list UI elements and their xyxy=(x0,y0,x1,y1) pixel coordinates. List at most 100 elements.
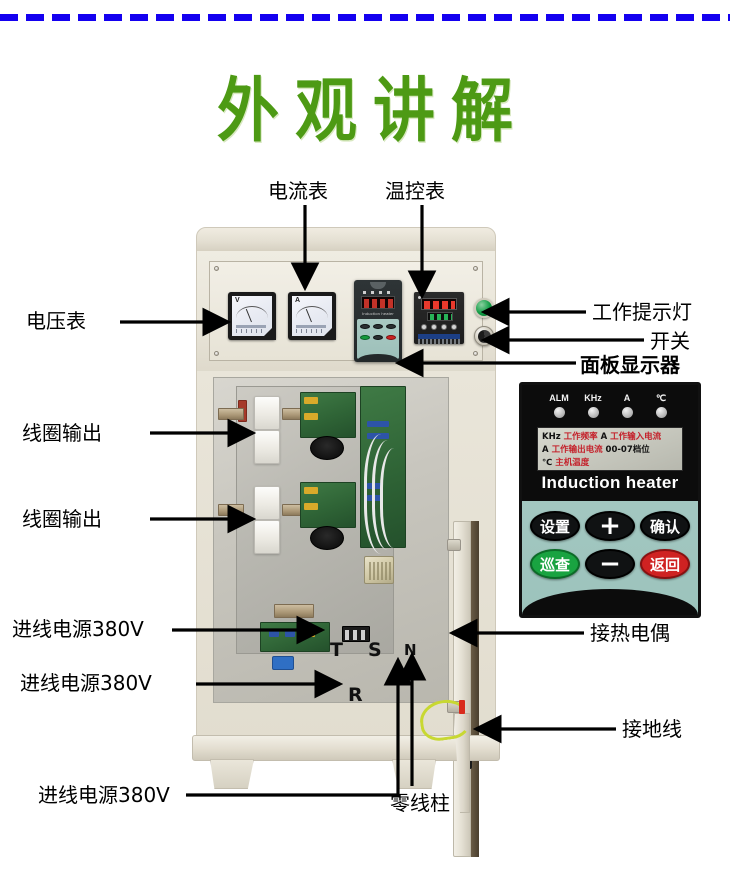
pcb-component xyxy=(367,483,383,489)
tempctl-button[interactable] xyxy=(431,324,437,330)
key-minus-label: − xyxy=(599,549,621,579)
key-plus[interactable]: + xyxy=(585,511,635,541)
display-key-back[interactable] xyxy=(386,335,396,340)
callout-coil-output-1: 线圈输出 xyxy=(22,421,102,445)
input-filter-pcb xyxy=(260,622,330,652)
toroid-inductor xyxy=(310,436,344,460)
panel-display-module[interactable]: Induction heater xyxy=(354,280,402,362)
tempctl-button[interactable] xyxy=(441,324,447,330)
pcb-component xyxy=(367,421,389,427)
display-brand-text: Induction heater xyxy=(362,311,394,316)
key-back-label: 返回 xyxy=(649,555,680,574)
power-switch-knob[interactable] xyxy=(474,326,494,346)
pcb-component xyxy=(304,503,318,510)
key-back[interactable]: 返回 xyxy=(640,549,690,579)
lcd-line-1-seg-3: 工作输入电流 xyxy=(610,432,662,442)
callout-thermocouple: 接热电偶 xyxy=(590,621,670,645)
indicator-led-row: ALM KHz A ℃ xyxy=(542,393,678,425)
temperature-controller[interactable] xyxy=(414,292,464,344)
key-confirm[interactable]: 确认 xyxy=(640,511,690,541)
cabinet-control-face: V A xyxy=(196,251,496,373)
panel-keypad[interactable]: 设置 + 确认 巡查 − 返回 xyxy=(530,511,690,583)
indicator-temp-led xyxy=(655,407,667,418)
ammeter-ticks xyxy=(296,329,326,333)
tempctl-button[interactable] xyxy=(421,324,427,330)
power-busbar xyxy=(274,604,314,618)
cabinet-interior xyxy=(213,377,449,703)
coil-output-busbar-upper xyxy=(218,408,244,420)
tempctl-blue-strip xyxy=(418,334,460,339)
control-panel-closeup: ALM KHz A ℃ KHz 工作频率 A 工作输入电流 A xyxy=(519,382,701,618)
cabinet-foot-right xyxy=(392,759,436,789)
lcd-line-3: ℃ 主机温度 xyxy=(542,457,678,470)
indicator-amp-led xyxy=(621,407,633,418)
tempctl-model-text xyxy=(418,339,460,344)
lcd-line-2-seg-1: 工作输出电流 xyxy=(551,445,603,455)
pcb-component xyxy=(269,629,279,637)
tempctl-button-row[interactable] xyxy=(421,324,457,331)
capacitor xyxy=(254,396,280,430)
cabinet-body xyxy=(196,371,496,857)
face-screw xyxy=(473,351,478,356)
lcd-line-1-seg-0: KHz xyxy=(542,432,561,442)
top-dashed-rule xyxy=(0,14,730,21)
key-inspect-label: 巡查 xyxy=(539,555,570,574)
ammeter-scale-arc xyxy=(296,306,328,320)
ammeter-unit-letter: A xyxy=(295,297,301,304)
display-key-inspect[interactable] xyxy=(360,335,370,340)
driver-pcb-upper xyxy=(300,392,356,438)
display-screen xyxy=(361,296,395,309)
terminal-marker-n: N xyxy=(404,641,417,659)
display-key-confirm[interactable] xyxy=(386,324,396,329)
key-inspect[interactable]: 巡查 xyxy=(530,549,580,579)
display-key-set[interactable] xyxy=(360,324,370,329)
indicator-khz-label: KHz xyxy=(584,393,602,403)
voltmeter[interactable]: V xyxy=(228,292,276,340)
indicator-khz-led xyxy=(587,407,599,418)
control-face-plate: V A xyxy=(209,261,494,362)
tempctl-pv-display xyxy=(421,298,457,310)
lcd-line-1-seg-2: A xyxy=(600,432,608,442)
callout-coil-output-2: 线圈输出 xyxy=(22,507,102,531)
page-title: 外观讲解 xyxy=(216,69,529,152)
wire-harness xyxy=(364,434,407,554)
face-screw xyxy=(214,266,219,271)
display-key-plus[interactable] xyxy=(373,324,383,329)
key-set[interactable]: 设置 xyxy=(530,511,580,541)
callout-power-in-2: 进线电源380V xyxy=(20,671,152,695)
work-indicator-lamp[interactable] xyxy=(474,298,494,318)
callout-ammeter: 电流表 xyxy=(268,179,328,203)
cabinet-foot-left xyxy=(210,759,254,789)
indicator-amp-label: A xyxy=(623,393,631,403)
cabinet-top-cap xyxy=(196,227,496,253)
callout-temp-meter: 温控表 xyxy=(385,179,445,203)
pcb-component xyxy=(304,397,318,404)
indicator-alm: ALM xyxy=(542,393,576,418)
display-keypad[interactable] xyxy=(357,319,399,359)
toroid-inductor xyxy=(310,526,344,550)
coil-output-busbar-lower xyxy=(218,504,244,516)
voltmeter-unit-letter: V xyxy=(235,297,240,304)
face-screw xyxy=(473,266,478,271)
pcb-component xyxy=(304,413,318,420)
lcd-line-2-seg-0: A xyxy=(542,445,549,455)
capacitor xyxy=(254,520,280,554)
indicator-temp: ℃ xyxy=(644,393,678,418)
voltmeter-bezel-corner xyxy=(260,324,276,340)
face-screw xyxy=(214,351,219,356)
cabinet-door-shadow-edge xyxy=(471,521,479,857)
pcb-component xyxy=(303,629,315,637)
tempctl-pv-digits xyxy=(424,301,455,309)
tempctl-sv-display xyxy=(427,312,453,321)
ammeter[interactable]: A xyxy=(288,292,336,340)
callout-neutral-post: 零线柱 xyxy=(390,791,450,815)
tempctl-button[interactable] xyxy=(451,324,457,330)
display-key-minus[interactable] xyxy=(373,335,383,340)
lcd-line-3-seg-0: ℃ xyxy=(542,458,553,468)
voltmeter-ticks xyxy=(236,329,266,333)
panel-brand-name: Induction heater xyxy=(541,473,679,492)
lcd-line-1-seg-1: 工作频率 xyxy=(563,432,598,442)
key-minus[interactable]: − xyxy=(585,549,635,579)
capacitor xyxy=(254,486,280,520)
